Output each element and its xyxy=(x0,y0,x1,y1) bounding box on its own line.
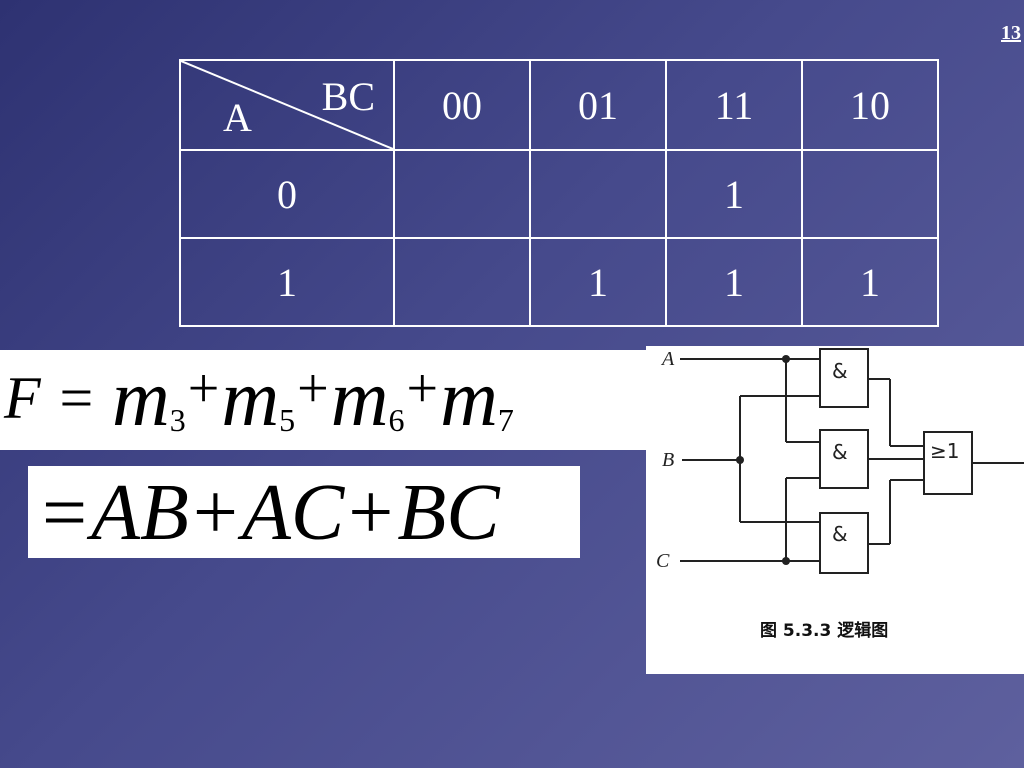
diagonal-divider xyxy=(181,61,393,149)
plus-operator: + xyxy=(297,358,329,420)
and-symbol: & xyxy=(832,522,848,546)
kmap-row-var: A xyxy=(223,95,252,140)
kmap-col-header: 00 xyxy=(393,59,531,151)
kmap-cell xyxy=(529,149,667,239)
formula-lhs: F = xyxy=(4,365,97,431)
kmap-col-header: 01 xyxy=(529,59,667,151)
minterm-terms: m3+m5+m6+m7 xyxy=(112,354,514,445)
product-term: AB xyxy=(91,469,189,557)
product-term: AC xyxy=(241,469,345,557)
diagram-caption: 图 5.3.3 逻辑图 xyxy=(760,621,889,641)
kmap-row: 1 1 1 1 xyxy=(179,237,939,327)
kmap-row-header: 0 xyxy=(179,149,395,239)
input-label-b: B xyxy=(662,449,674,471)
kmap-cell: 1 xyxy=(529,237,667,327)
minterm: m5 xyxy=(221,355,296,443)
page-number: 13 xyxy=(1001,22,1021,44)
kmap-col-var: BC xyxy=(321,74,375,119)
kmap-cell xyxy=(393,149,531,239)
plus-operator: + xyxy=(406,358,439,420)
kmap-row: 0 1 xyxy=(179,149,939,239)
minterm: m6 xyxy=(330,355,405,443)
junction-dot xyxy=(782,557,790,565)
junction-dot xyxy=(736,456,744,464)
minterm-formula: F = m3+m5+m6+m7 xyxy=(0,350,646,450)
kmap-corner-header: BC A xyxy=(179,59,395,151)
logic-circuit: A B C & & & ≥1 xyxy=(656,348,1024,574)
kmap-cell xyxy=(393,237,531,327)
minterm: m7 xyxy=(440,355,514,443)
karnaugh-map: BC A 00 01 11 10 0 1 1 1 1 1 xyxy=(179,59,939,327)
plus-operator: + xyxy=(348,469,394,557)
junction-dot xyxy=(782,355,790,363)
plus-operator: + xyxy=(192,469,238,557)
kmap-cell: 1 xyxy=(665,237,803,327)
or-symbol: ≥1 xyxy=(930,439,959,463)
kmap-cell xyxy=(801,149,939,239)
product-term: BC xyxy=(397,469,500,557)
minterm: m3 xyxy=(112,355,186,443)
simplified-formula: =AB+AC+BC xyxy=(28,466,580,558)
kmap-col-header: 11 xyxy=(665,59,803,151)
kmap-row-header: 1 xyxy=(179,237,395,327)
and-symbol: & xyxy=(832,359,848,383)
kmap-cell: 1 xyxy=(665,149,803,239)
and-symbol: & xyxy=(832,440,848,464)
equals-sign: = xyxy=(42,469,88,557)
input-label-c: C xyxy=(656,550,670,572)
plus-operator: + xyxy=(187,358,220,420)
kmap-cell: 1 xyxy=(801,237,939,327)
kmap-col-header: 10 xyxy=(801,59,939,151)
input-label-a: A xyxy=(660,348,675,370)
logic-diagram: A B C & & & ≥1 图 5.3.3 逻辑图 xyxy=(646,346,1024,674)
